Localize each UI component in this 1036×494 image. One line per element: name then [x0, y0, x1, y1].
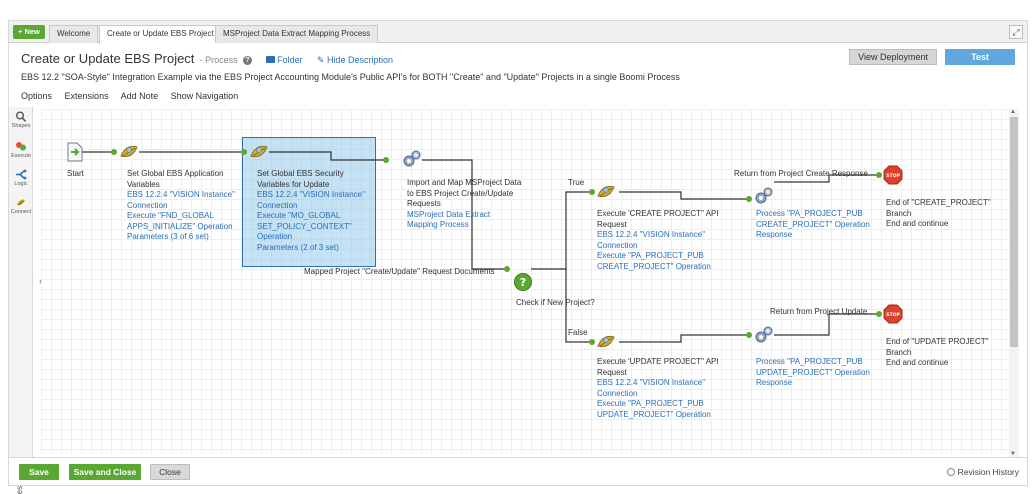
start-label: Start	[67, 169, 84, 178]
menu-add-note[interactable]: Add Note	[120, 91, 159, 101]
svg-text:?: ?	[520, 276, 526, 289]
execute-update-project-label[interactable]: Execute 'UPDATE PROJECT" API Request EBS…	[597, 357, 719, 419]
connector-shape-icon[interactable]	[596, 332, 616, 352]
process-description: EBS 12.2 "SOA-Style" Integration Example…	[21, 72, 680, 82]
execute-create-project-label[interactable]: Execute 'CREATE PROJECT" API Request EBS…	[597, 209, 719, 271]
logic-icon	[16, 169, 27, 180]
stop-icon[interactable]: STOP	[883, 165, 903, 185]
save-button[interactable]: Save	[19, 464, 59, 480]
pencil-icon: ✎	[316, 55, 327, 65]
selected-shape-highlight	[242, 137, 376, 267]
save-and-close-button[interactable]: Save and Close	[69, 464, 141, 480]
execute-icon	[16, 142, 26, 151]
import-map-msproject-label[interactable]: Import and Map MSProject Data to EBS Pro…	[407, 178, 522, 229]
end-create-project-label: End of "CREATE_PROJECT" Branch End and c…	[886, 198, 991, 228]
folder-link[interactable]: Folder	[266, 55, 303, 65]
connector-lines	[81, 149, 882, 345]
tab-create-or-update-ebs-project[interactable]: Create or Update EBS Project	[99, 25, 222, 44]
set-global-app-variables-label[interactable]: Set Global EBS Application Variables EBS…	[127, 169, 235, 241]
title-row: Create or Update EBS Project - Process ?…	[21, 51, 393, 69]
page-title: Create or Update EBS Project	[21, 51, 195, 66]
palette-connect[interactable]: Connect	[9, 197, 33, 215]
process-call-gear-icon[interactable]	[402, 149, 422, 169]
end-update-project-label: End of "UPDATE PROJECT" Branch End and c…	[886, 337, 989, 367]
vertical-scroll-thumb[interactable]	[1010, 117, 1018, 347]
stop-icon[interactable]: STOP	[883, 304, 903, 324]
process-create-response-label[interactable]: Process "PA_PROJECT_PUB CREATE_PROJECT" …	[756, 209, 870, 239]
decision-icon[interactable]: ?	[513, 272, 533, 292]
test-button[interactable]: Test	[945, 49, 1015, 65]
tab-welcome[interactable]: Welcome	[49, 25, 99, 43]
svg-text:STOP: STOP	[886, 173, 900, 179]
revision-history-link[interactable]: Revision History	[946, 467, 1019, 477]
mapped-documents-label: Mapped Project "Create/Update" Request D…	[304, 267, 495, 276]
palette-shapes[interactable]: Shapes	[9, 111, 33, 129]
svg-text:STOP: STOP	[886, 312, 900, 318]
new-button[interactable]: + New	[13, 25, 45, 39]
folder-icon	[266, 56, 276, 63]
set-global-security-variables-label[interactable]: Set Global EBS Security Variables for Up…	[257, 169, 365, 252]
collapse-palette-icon[interactable]: ›	[39, 276, 42, 286]
process-editor-window: + New Welcome Create or Update EBS Proje…	[8, 20, 1028, 494]
editor-footer: Save Save and Close Close Revision Histo…	[9, 457, 1027, 485]
menu-show-navigation[interactable]: Show Navigation	[170, 91, 239, 101]
return-create-label: Return from Project Create Response	[734, 169, 868, 178]
tab-msproject-data-extract[interactable]: MSProject Data Extract Mapping Process	[215, 25, 379, 43]
palette-vertical-label: Shapes	[15, 486, 24, 494]
expand-icon[interactable]: ⤢	[1009, 25, 1023, 39]
connector-shape-icon[interactable]	[249, 142, 269, 162]
tab-bar: + New Welcome Create or Update EBS Proje…	[9, 21, 1027, 44]
connect-icon	[17, 199, 25, 206]
palette-execute[interactable]: Execute	[9, 141, 33, 159]
close-button[interactable]: Close	[150, 464, 190, 480]
editor-menu: Options Extensions Add Note Show Navigat…	[21, 91, 248, 101]
view-deployment-button[interactable]: View Deployment	[849, 49, 937, 65]
shape-palette: Shapes Execute Logic Connect Shapes	[9, 107, 33, 494]
false-branch-label: False	[568, 328, 588, 337]
true-branch-label: True	[568, 178, 585, 187]
menu-extensions[interactable]: Extensions	[64, 91, 109, 101]
connector-shape-icon[interactable]	[119, 142, 139, 162]
scroll-up-icon[interactable]: ▲	[1010, 109, 1016, 115]
hide-description-link[interactable]: ✎ Hide Description	[316, 55, 393, 65]
process-canvas[interactable]: Start Set Global EBS Application Variabl…	[41, 109, 1013, 453]
process-call-gear-icon[interactable]	[754, 325, 774, 345]
menu-options[interactable]: Options	[21, 91, 53, 101]
process-update-response-label[interactable]: Process "PA_PROJECT_PUB UPDATE_PROJECT" …	[756, 357, 870, 387]
help-icon[interactable]: ?	[242, 56, 252, 65]
revision-history-icon	[946, 468, 955, 476]
check-new-project-label: Check if New Project?	[516, 298, 595, 307]
start-shape-icon[interactable]	[67, 142, 83, 162]
palette-logic[interactable]: Logic	[9, 169, 33, 187]
vertical-scrollbar[interactable]: ▲ ▼	[1009, 109, 1019, 457]
connector-shape-icon[interactable]	[596, 182, 616, 202]
return-update-label: Return from Project Update	[770, 307, 868, 316]
process-call-gear-icon[interactable]	[754, 186, 774, 206]
search-icon	[16, 111, 27, 122]
scroll-down-icon[interactable]: ▼	[1010, 451, 1016, 457]
component-type-label: - Process	[199, 55, 238, 65]
